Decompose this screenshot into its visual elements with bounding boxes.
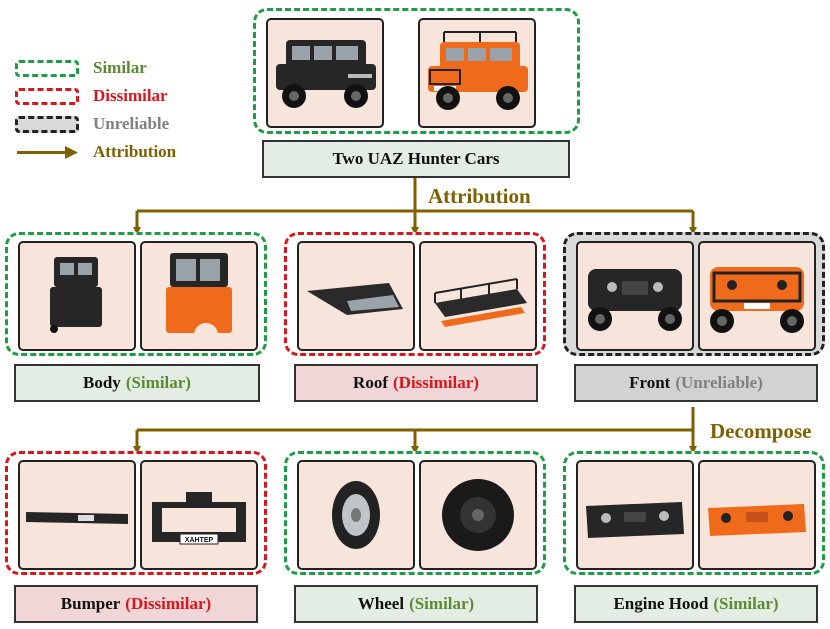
legend-similar-label: Similar [93,58,147,77]
legend-attribution-label: Attribution [93,142,177,161]
bumper-image-frame: XAHTEP [5,451,267,575]
unreliable-swatch [15,115,79,133]
offroad-wheel-image [419,460,537,570]
root-image-frame [253,8,580,134]
engine-hood-image-frame [563,451,825,575]
orange-front-image [698,241,816,351]
engine-hood-caption: Engine Hood (Similar) [574,585,818,623]
license-plate-text: XAHTEP [185,537,214,544]
roof-caption: Roof (Dissimilar) [294,364,538,402]
roof-caption-name: Roof [353,373,388,392]
legend-unreliable: Unreliable [15,110,176,138]
orange-roof-rack-image [419,241,537,351]
wheel-caption-name: Wheel [357,594,405,613]
orange-uaz-hunter-image [418,18,536,128]
legend-dissimilar: Dissimilar [15,82,176,110]
orange-bumper-image: XAHTEP [140,460,258,570]
front-caption-name: Front [629,373,671,392]
engine-hood-caption-name: Engine Hood [613,594,709,613]
black-uaz-hunter-image [266,18,384,128]
body-caption-tag: (Similar) [125,373,191,392]
legend-attribution: Attribution [15,138,176,166]
wheel-image-frame [284,451,546,575]
attribution-edge-label: Attribution [428,184,531,208]
orange-hood-image [698,460,816,570]
engine-hood-caption-tag: (Similar) [713,594,779,613]
roof-image-frame [284,232,546,356]
black-hood-image [576,460,694,570]
front-caption-tag: (Unreliable) [675,373,763,392]
black-bumper-image [18,460,136,570]
black-roof-image [297,241,415,351]
wheel-caption: Wheel (Similar) [294,585,538,623]
roof-caption-tag: (Dissimilar) [393,373,479,392]
attribution-arrow-icon [17,145,78,159]
similar-swatch [15,59,79,77]
legend-unreliable-label: Unreliable [93,114,170,133]
bumper-caption-tag: (Dissimilar) [125,594,212,613]
body-caption: Body (Similar) [14,364,260,402]
root-caption: Two UAZ Hunter Cars [262,140,570,178]
black-body-image [18,241,136,351]
front-image-frame [563,232,825,356]
bumper-caption-name: Bumper [60,594,121,613]
bumper-caption: Bumper (Dissimilar) [14,585,258,623]
legend: Similar Dissimilar Unreliable Attributio… [15,54,176,166]
front-caption: Front (Unreliable) [574,364,818,402]
dissimilar-swatch [15,87,79,105]
black-front-image [576,241,694,351]
body-caption-name: Body [83,373,121,392]
legend-dissimilar-label: Dissimilar [93,86,168,105]
orange-body-image [140,241,258,351]
wheel-caption-tag: (Similar) [409,594,475,613]
decompose-edge-label: Decompose [710,419,812,443]
body-image-frame [5,232,267,356]
steel-wheel-image [297,460,415,570]
legend-similar: Similar [15,54,176,82]
root-caption-text: Two UAZ Hunter Cars [332,149,500,168]
